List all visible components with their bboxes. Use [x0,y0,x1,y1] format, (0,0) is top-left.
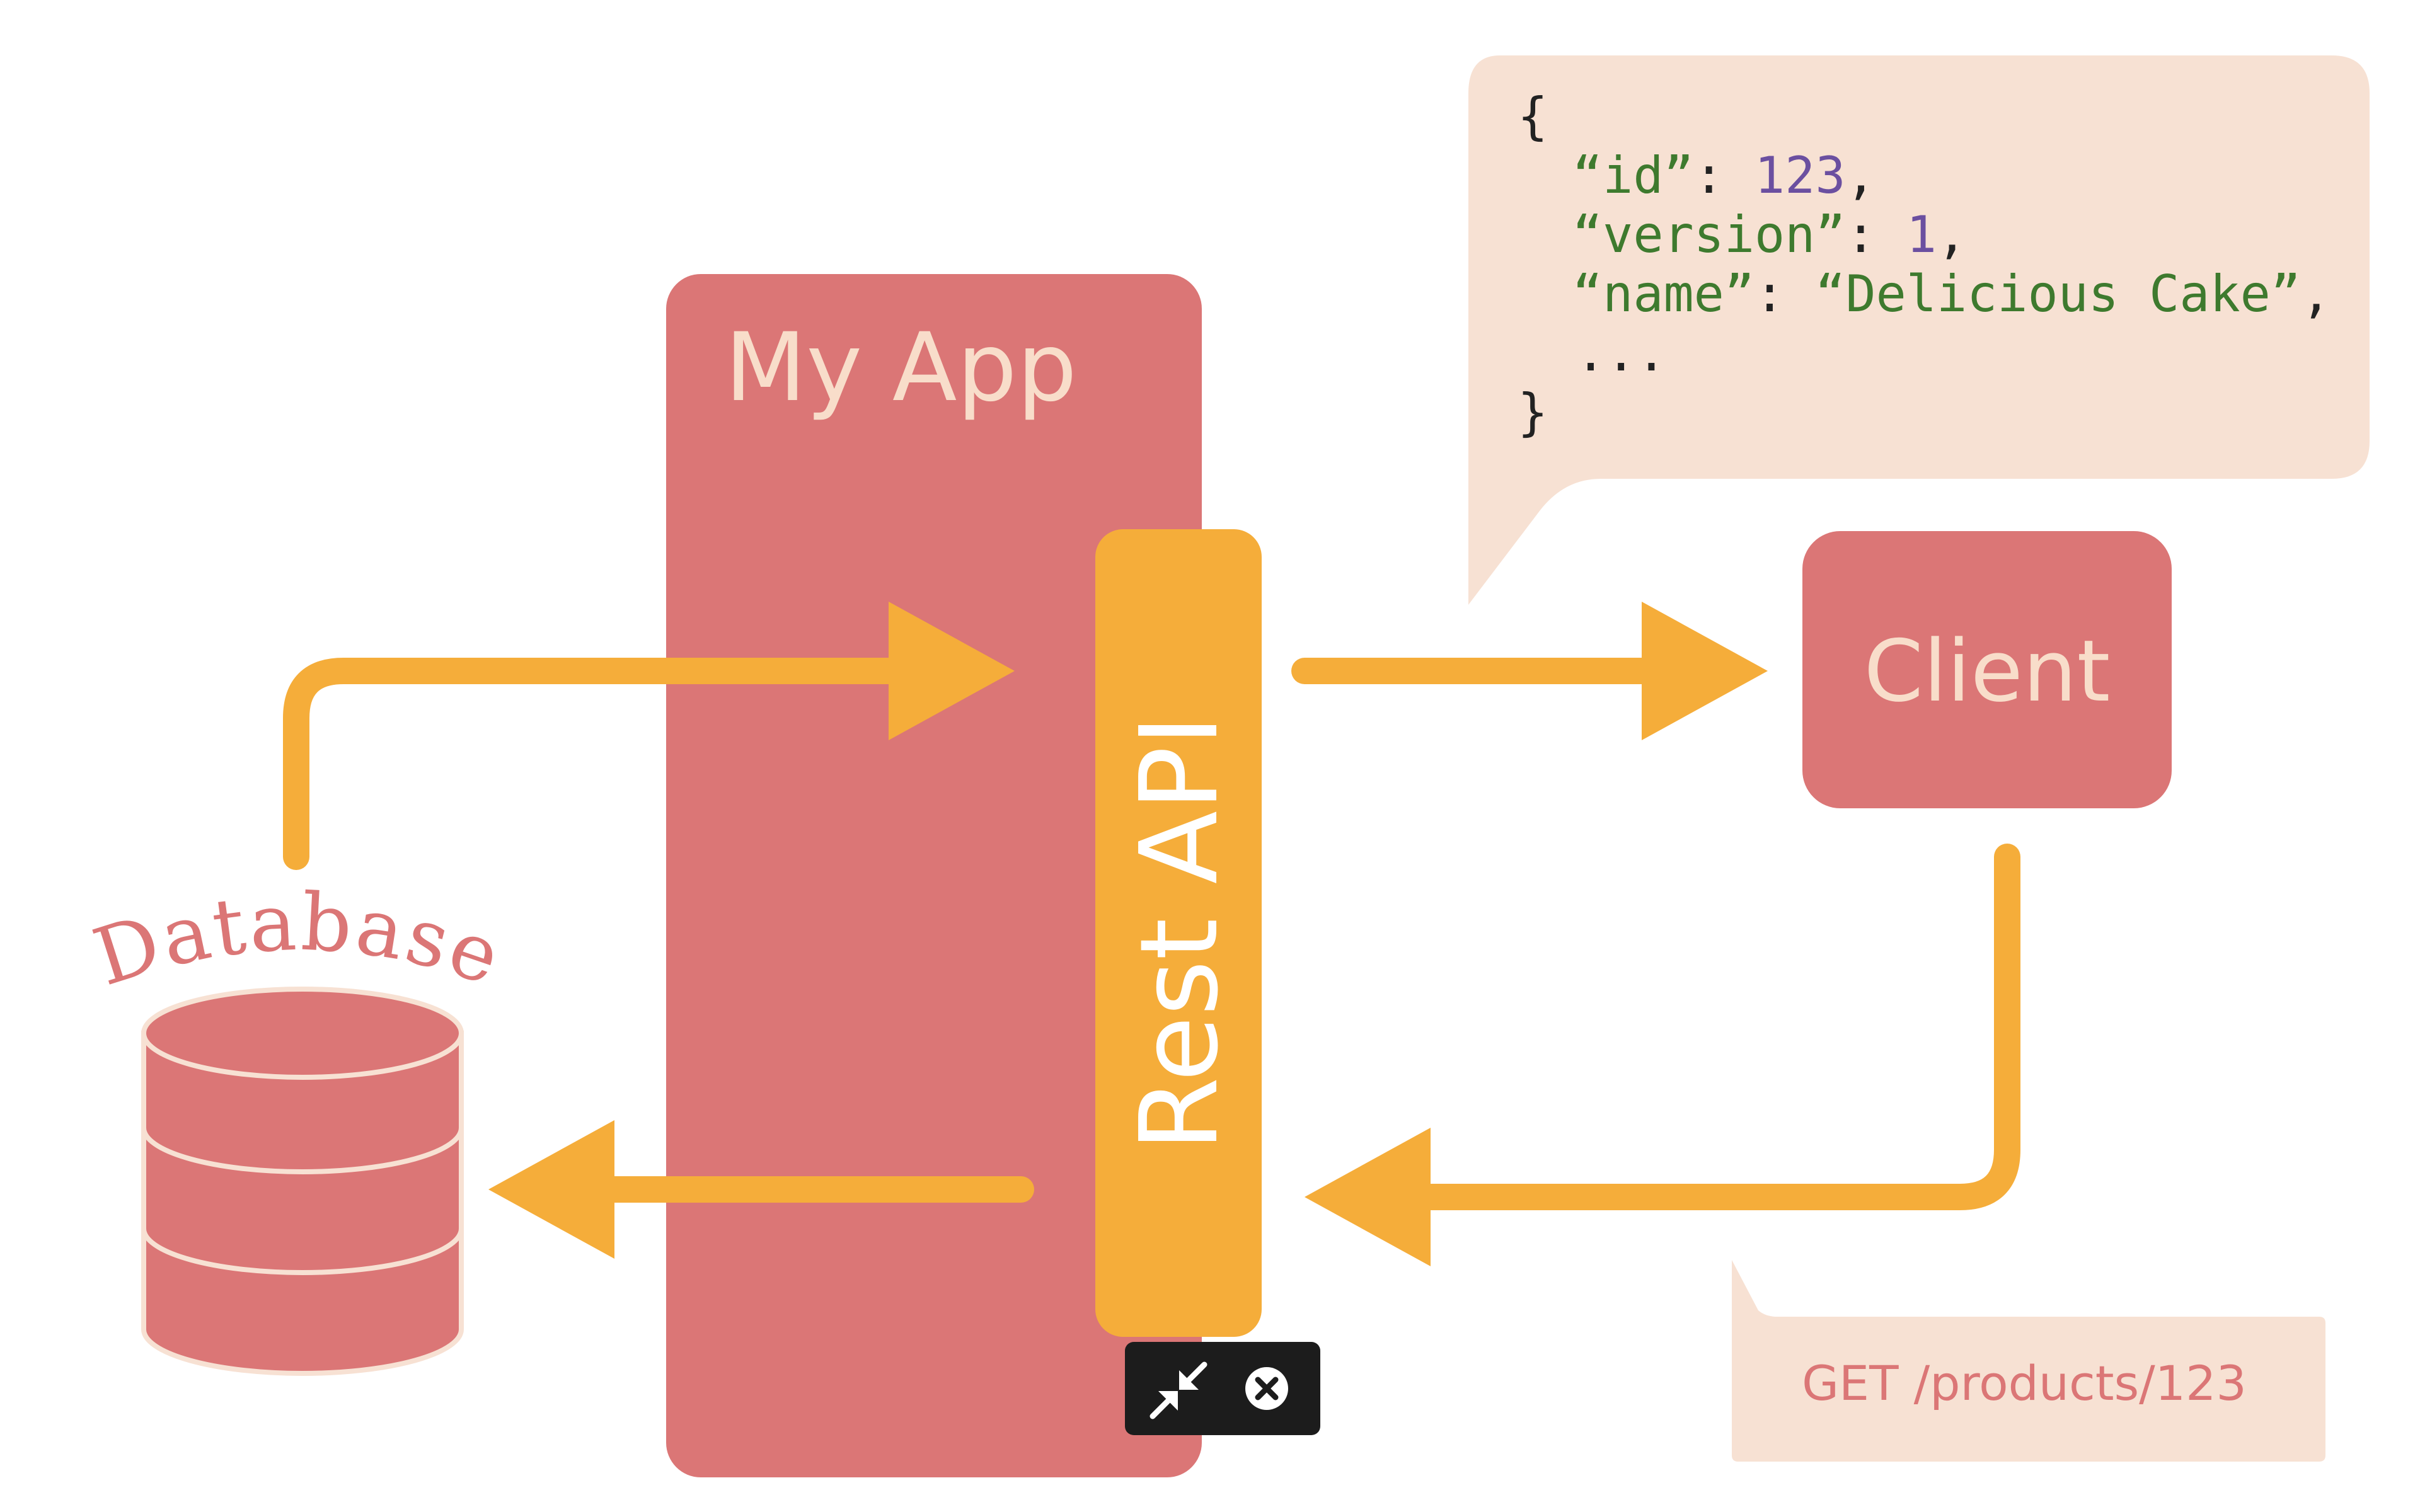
json-end: , [2301,265,2331,323]
json-value: 1 [1906,205,1937,264]
json-ellipsis: ... [1576,324,1667,382]
client-label: Client [1864,622,2111,721]
arrow-api-to-db [488,1120,1034,1259]
json-value: 123 [1754,146,1846,205]
json-sep: : [1754,265,1815,323]
json-key: “id” [1572,146,1694,205]
json-sep: : [1694,146,1754,205]
arrow-db-to-api [283,602,1015,870]
api-bar [1095,529,1262,1337]
response-json: { “id”: 123, “version”: 1, “name”: “Deli… [1518,87,2331,442]
json-sep: : [1845,205,1906,264]
json-line-name: “name”: “Delicious Cake”, [1572,265,2331,323]
app-label: My App [725,313,1077,423]
arrow-client-to-api [1305,844,2020,1266]
database-icon [141,987,464,1376]
collapse-arrows-icon[interactable] [1134,1348,1223,1429]
arrow-api-to-client [1291,602,1768,740]
request-bubble [1732,1260,2325,1462]
api-label: Rest API [1117,714,1242,1151]
database-label-text: Database [84,877,511,1004]
json-open-brace: { [1518,87,1548,146]
json-key: “name” [1572,265,1754,323]
request-label: GET /products/123 [1802,1355,2247,1411]
database-label: Database [84,877,514,1004]
json-end: , [1937,205,1967,264]
image-controls [1125,1342,1320,1435]
json-line-id: “id”: 123, [1572,146,1876,205]
json-line-version: “version”: 1, [1572,205,1967,264]
close-circle-icon[interactable] [1245,1367,1288,1410]
json-key: “version” [1572,205,1845,264]
json-end: , [1845,146,1876,205]
json-value: “Delicious Cake” [1815,265,2301,323]
client-box [1802,531,2172,808]
response-bubble [1468,55,2370,605]
json-close-brace: } [1518,383,1548,442]
